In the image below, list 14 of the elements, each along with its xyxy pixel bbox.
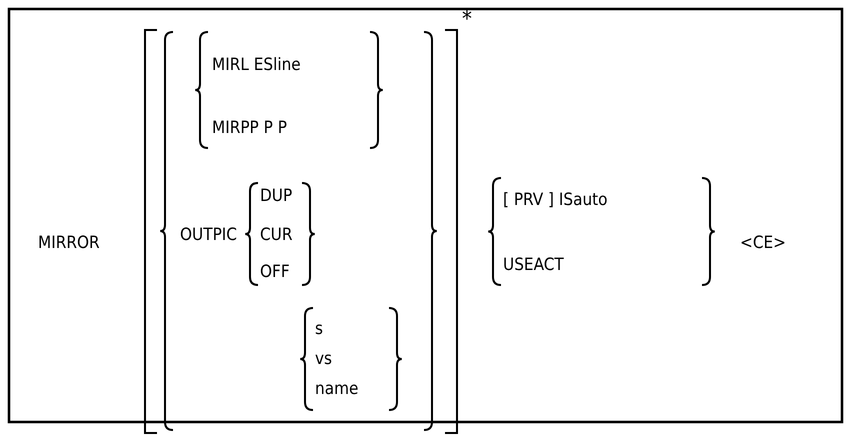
syntax-option: MIRL ESline — [212, 55, 301, 75]
syntax-option: USEACT — [503, 255, 564, 275]
terminator-keyword: <CE> — [740, 233, 786, 253]
syntax-option: OUTPIC — [180, 225, 237, 245]
repeat-mark: * — [462, 10, 472, 30]
syntax-option: DUP — [260, 186, 292, 206]
syntax-option: s — [315, 319, 323, 339]
syntax-option: CUR — [260, 225, 293, 245]
syntax-option: MIRPP P P — [212, 118, 287, 138]
command-keyword: MIRROR — [38, 233, 100, 253]
syntax-option: OFF — [260, 262, 290, 282]
syntax-option: [ PRV ] ISauto — [503, 190, 608, 210]
syntax-option: vs — [315, 349, 332, 369]
syntax-option: name — [315, 379, 358, 399]
